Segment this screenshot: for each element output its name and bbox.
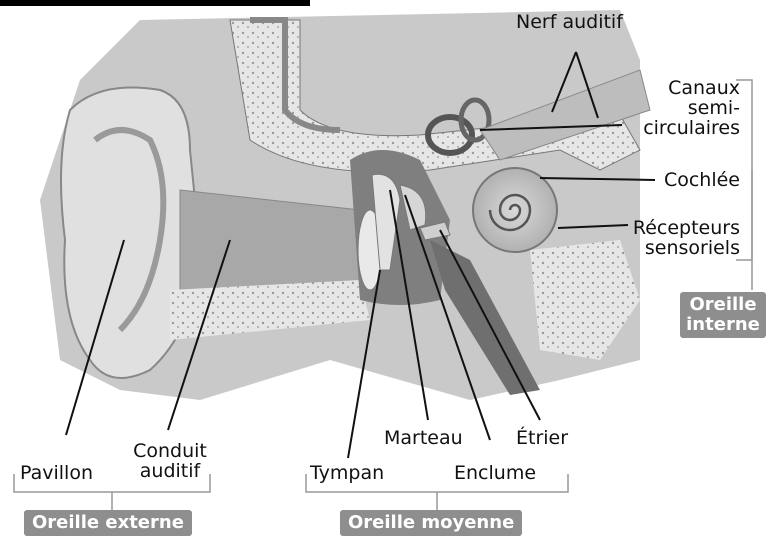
label-canaux-line2: semi- [620,98,740,118]
badge-interne-line2: interne [686,315,760,335]
title-bar-fragment [0,0,310,6]
label-pavillon: Pavillon [20,463,93,483]
label-nerf-auditif: Nerf auditif [516,12,623,32]
label-conduit-line2: auditif [120,461,220,481]
cochlea-shape [473,168,557,252]
label-marteau: Marteau [384,428,463,448]
label-etrier: Étrier [516,428,568,448]
label-conduit-line1: Conduit [120,441,220,461]
badge-oreille-interne: Oreille interne [680,292,766,338]
label-recepteurs-line2: sensoriels [620,238,740,258]
label-cochlee: Cochlée [640,170,740,190]
badge-interne-line1: Oreille [686,295,760,315]
label-recepteurs-line1: Récepteurs [620,218,740,238]
label-enclume: Enclume [454,463,536,483]
label-canaux-line1: Canaux [620,78,740,98]
label-tympan: Tympan [310,463,384,483]
badge-oreille-externe: Oreille externe [24,510,192,536]
badge-oreille-moyenne: Oreille moyenne [340,510,522,536]
label-canaux-line3: circulaires [610,118,740,138]
